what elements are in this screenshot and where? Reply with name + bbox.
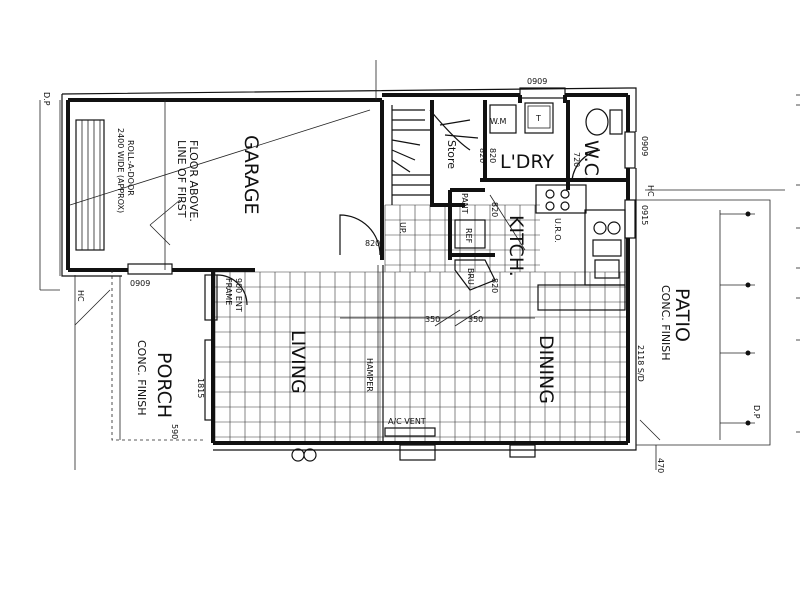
dim-door-dry: 820 xyxy=(488,148,497,163)
laundry-label: L'DRY xyxy=(500,151,554,173)
sliding-door-label: 2118 S/D xyxy=(636,345,645,382)
porch-finish: CONC. FINISH xyxy=(135,340,148,416)
dim-window-wc: 0909 xyxy=(640,136,649,156)
edge-ticks xyxy=(796,94,800,433)
outer-lines xyxy=(39,60,637,451)
patio-label: PATIO xyxy=(671,288,693,342)
dim-window-garage-front: 0909 xyxy=(130,279,150,288)
dim-door-pantry: 820 xyxy=(490,202,499,217)
roll-a-door xyxy=(75,119,105,251)
patio-finish: CONC. FINISH xyxy=(659,285,672,361)
dim-window-top: 0909 xyxy=(527,77,547,86)
dim-door-bru: 820 xyxy=(490,278,499,293)
dim-porch-1815: 1815 xyxy=(196,378,205,398)
dim-350-a: 350 xyxy=(425,315,440,324)
kitchen-label: KITCH. xyxy=(505,215,527,277)
dining-label: DINING xyxy=(535,335,557,404)
uro-label: U.R.O. xyxy=(553,218,562,243)
dim-door-wc: 720 xyxy=(572,152,581,167)
roll-a-door-note-1: 2400 WIDE (APPROX) xyxy=(116,128,125,213)
bru-label: BRU xyxy=(466,268,475,285)
dim-470: 470 xyxy=(656,458,665,473)
patio-outline xyxy=(636,189,785,446)
first-floor-note-2: FLOOR ABOVE. xyxy=(187,140,200,222)
interior-lines xyxy=(291,265,657,470)
entry-frame xyxy=(204,274,248,321)
hc-marker-left: HC xyxy=(76,290,85,302)
washing-machine-label: W.M xyxy=(490,117,507,126)
dim-door-store: 820 xyxy=(478,148,487,163)
pantry-label: PANT xyxy=(460,193,469,214)
wc-fixtures xyxy=(571,108,623,181)
laundry-fixtures xyxy=(489,95,567,134)
entry-frame-note-2: FRAME xyxy=(224,278,233,305)
dim-window-kitchen: 0915 xyxy=(640,205,649,225)
wc-label: W.C. xyxy=(580,140,602,182)
dim-350-b: 350 xyxy=(468,315,483,324)
kitchen-fixtures xyxy=(454,184,626,311)
entry-frame-note-1: 900 ENT xyxy=(234,278,243,312)
stores-label: Store xyxy=(445,140,458,169)
tile-grid xyxy=(214,204,626,441)
tub-label: T xyxy=(535,114,541,123)
up-label: UP. xyxy=(398,222,407,234)
ac-vent-label: A/C VENT xyxy=(388,417,426,426)
dp-marker-left: D.P xyxy=(42,92,51,106)
first-floor-note-1: LINE OF FIRST xyxy=(175,140,188,218)
stairs xyxy=(391,105,479,205)
hamper-label: HAMPER xyxy=(365,358,374,392)
dp-marker-right: D.P xyxy=(752,405,761,419)
first-floor-line xyxy=(69,100,371,270)
fridge-label: REF xyxy=(464,228,473,244)
porch-outline xyxy=(74,270,214,470)
garage-label: GARAGE xyxy=(240,135,262,215)
garage-internal-door xyxy=(339,214,381,256)
roll-a-door-note-2: ROLL-A-DOOR xyxy=(126,140,135,196)
dim-door-garage: 820 xyxy=(365,239,380,248)
living-label: LIVING xyxy=(287,330,309,394)
dim-porch-590: 590 xyxy=(170,424,179,439)
porch-label: PORCH xyxy=(153,352,175,418)
hc-marker-right: HC xyxy=(646,185,655,197)
